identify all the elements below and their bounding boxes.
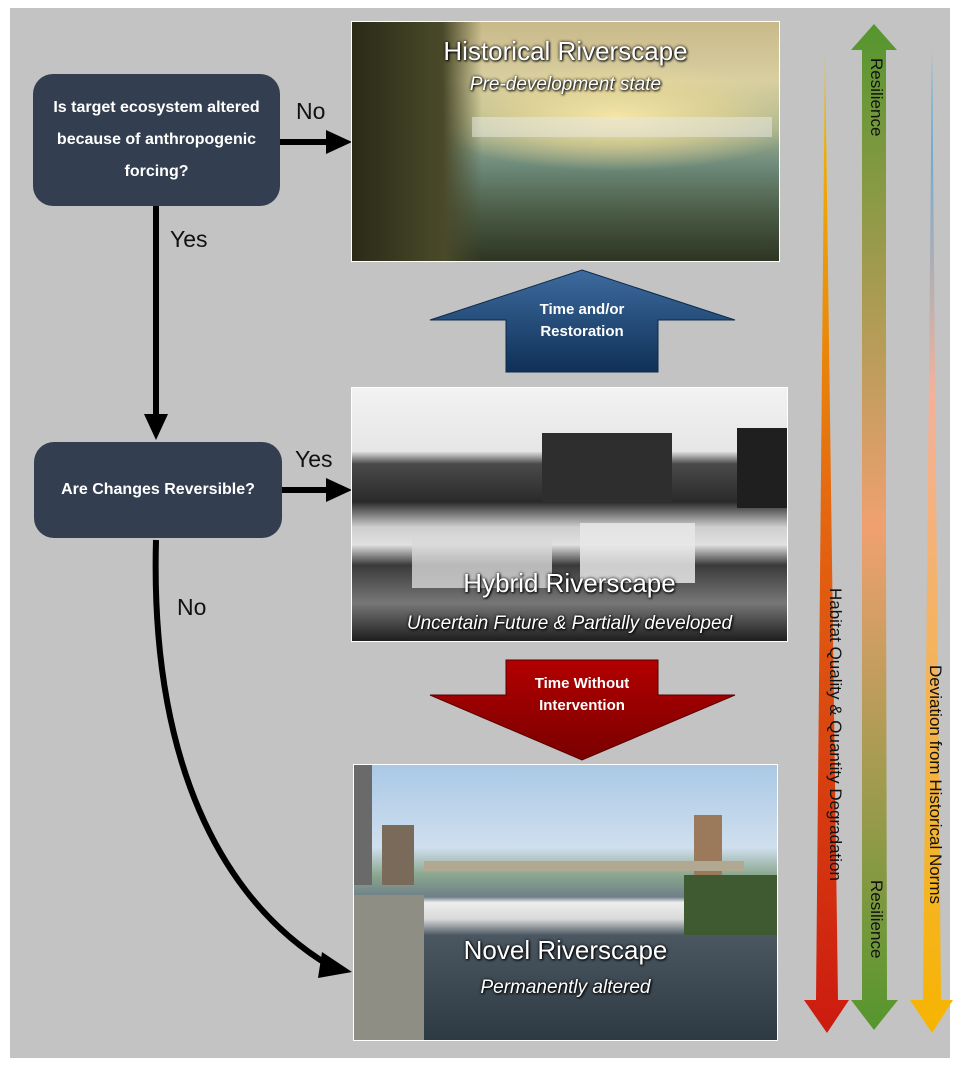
question-anthropogenic: Is target ecosystem altered because of a… xyxy=(33,74,280,206)
novel-title: Novel Riverscape xyxy=(463,935,668,965)
hybrid-subtitle: Uncertain Future & Partially developed xyxy=(406,613,733,634)
historical-subtitle: Pre-development state xyxy=(469,74,662,95)
label-no-bottom: No xyxy=(177,594,207,620)
label-no-top: No xyxy=(296,98,326,124)
arrow-no-to-novel xyxy=(152,539,352,978)
arrow-yes-to-q2 xyxy=(144,206,168,440)
restoration-arrow xyxy=(429,269,736,373)
resilience-top-label: Resilience xyxy=(867,58,886,137)
degradation-arrow xyxy=(429,659,736,761)
label-yes-mid: Yes xyxy=(295,446,333,472)
hybrid-title: Hybrid Riverscape xyxy=(463,568,676,598)
arrow-no-to-historical xyxy=(280,130,352,154)
question-reversible-text: Are Changes Reversible? xyxy=(61,481,255,498)
novel-subtitle: Permanently altered xyxy=(480,977,651,998)
resilience-bottom-label: Resilience xyxy=(867,880,886,959)
habitat-degradation-label: Habitat Quality & Quantity Degradation xyxy=(826,588,845,881)
question-reversible: Are Changes Reversible? xyxy=(34,442,282,538)
historical-riverscape-image: Historical Riverscape Pre-development st… xyxy=(351,21,780,262)
habitat-gradient-arrow xyxy=(804,50,849,1033)
deviation-label: Deviation from Historical Norms xyxy=(926,665,945,904)
arrow-yes-to-hybrid xyxy=(282,478,352,502)
degradation-label: Time Without Intervention xyxy=(534,675,630,714)
resilience-gradient-arrow xyxy=(851,24,898,1030)
restoration-label: Time and/or Restoration xyxy=(539,301,625,340)
deviation-gradient-arrow xyxy=(910,50,953,1033)
question-anthropogenic-text: Is target ecosystem altered because of a… xyxy=(53,99,260,180)
novel-riverscape-image: Novel Riverscape Permanently altered xyxy=(353,764,778,1041)
hybrid-riverscape-image: Hybrid Riverscape Uncertain Future & Par… xyxy=(351,387,788,642)
historical-title: Historical Riverscape xyxy=(443,36,688,66)
label-yes-left: Yes xyxy=(170,226,208,252)
